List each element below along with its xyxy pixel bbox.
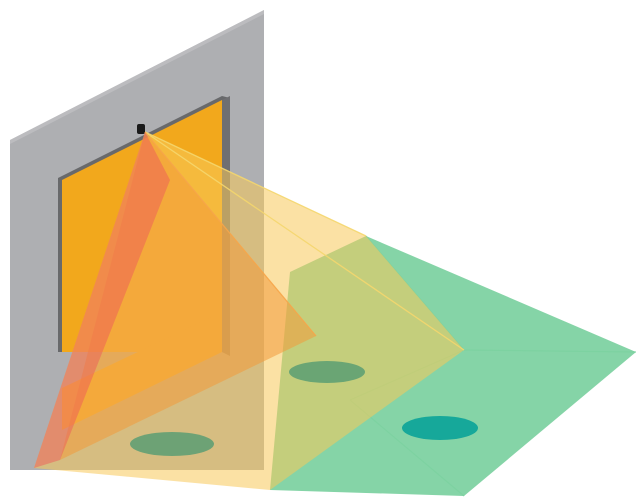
floor-marker-far [402, 416, 478, 440]
floor-marker-mid [289, 361, 365, 383]
overhead-sensor [137, 124, 145, 134]
floor-marker-near [130, 432, 214, 456]
red-zone [34, 132, 170, 468]
floor-markers [130, 361, 478, 456]
